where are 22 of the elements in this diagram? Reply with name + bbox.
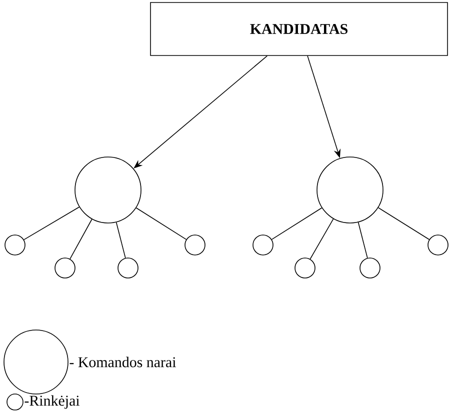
connector-line — [310, 218, 334, 260]
legend-label: - Komandos narai — [70, 356, 176, 368]
small-circle — [252, 234, 274, 256]
small-circle — [294, 258, 316, 278]
connector-line — [136, 207, 187, 240]
legend-label: -Rinkėjai — [24, 395, 80, 409]
arrow — [134, 56, 268, 168]
large-circle — [316, 156, 384, 224]
small-circle — [54, 258, 76, 278]
large-circle — [74, 156, 142, 224]
small-circle — [4, 234, 26, 256]
connector-line — [24, 206, 80, 240]
connector-line — [271, 207, 322, 240]
connector-line — [358, 222, 368, 258]
small-circle — [184, 234, 206, 256]
small-circle — [360, 258, 380, 278]
connector-line — [70, 218, 92, 260]
title-box: KANDIDATAS — [150, 2, 448, 56]
connector-line — [378, 207, 430, 240]
small-circle — [118, 258, 138, 278]
connector-line — [116, 222, 126, 258]
small-circle — [428, 234, 448, 256]
